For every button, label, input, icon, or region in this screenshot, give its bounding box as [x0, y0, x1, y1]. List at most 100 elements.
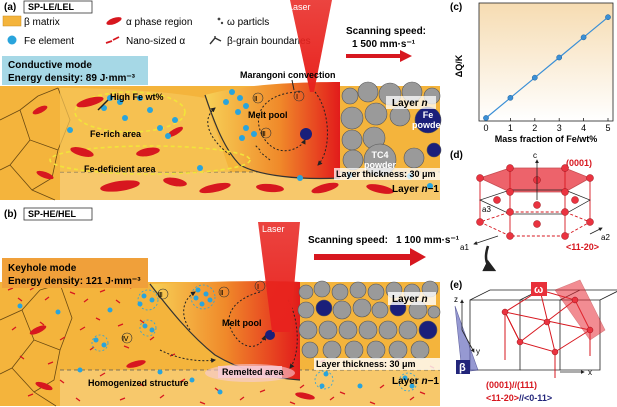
legend-fe-label: Fe element — [24, 36, 74, 47]
panel-a-convection-flow — [207, 91, 328, 166]
panel-b-tag: (b) — [4, 209, 17, 220]
legend-alpha-label: α phase region — [126, 17, 192, 28]
panel-e-y-axis — [461, 329, 475, 353]
panel-b-laser-label: Laser — [262, 224, 285, 234]
chart-point — [556, 54, 563, 61]
panel-b-laser-beam — [258, 222, 300, 332]
chart-x-tick-label: 2 — [532, 123, 537, 133]
panel-e-omega-plane — [554, 279, 606, 341]
legend-omega-label: ω particls — [227, 17, 269, 28]
panel-b: (b) SP-HE/HEL — [0, 207, 460, 407]
panel-b-layer-n: Layer n — [392, 294, 428, 305]
panel-d-direction: <11-20> — [566, 242, 599, 252]
panel-b-thickness-box — [314, 358, 440, 370]
panel-a-marker-2: Ⅱ — [254, 96, 257, 103]
panel-d-atoms — [476, 164, 594, 240]
legend-beta-matrix-label: β matrix — [24, 17, 60, 28]
legend-omega-swatch — [217, 17, 221, 21]
panel-b-homogenized: Homogenized structure — [88, 378, 189, 388]
panel-a-laser-beam — [290, 0, 332, 92]
panel-d-axis-a2: a2 — [601, 233, 610, 242]
panel-e-axis-x: x — [588, 368, 592, 377]
panel-a-title: SP-LE/LEL — [28, 2, 75, 12]
chart-x-label: Mass fraction of Fe/wt% — [495, 134, 598, 144]
panel-b-marker-3: Ⅲ — [158, 292, 163, 299]
chart-x-tick-label: 3 — [557, 123, 562, 133]
panel-b-convection-flow — [159, 291, 298, 369]
panel-a-high-fe-pointer — [97, 99, 109, 111]
panel-a-marangoni-pointer — [291, 79, 295, 91]
panel-b-grain-boundaries — [0, 283, 73, 407]
panel-d-a2-arrow — [589, 227, 603, 235]
chart-x-tick-label: 4 — [581, 123, 586, 133]
panel-a-melt-pool-label: Melt pool — [248, 110, 288, 120]
panel-b-fe-clusters — [91, 284, 418, 392]
panel-b-remelted-box — [218, 366, 282, 378]
panel-a-marker-1: Ⅰ — [296, 94, 298, 101]
panel-a-layer-n-box — [386, 96, 436, 109]
panel-e-omega-box — [531, 282, 547, 296]
panel-b-marker-4: Ⅳ — [122, 336, 129, 343]
panel-c: (c) ΔQ/K Mass fraction of Fe/wt% 0 1 2 3 4 5 — [450, 2, 614, 144]
panel-b-powder-bed — [297, 280, 441, 360]
panel-e-beta-box — [456, 360, 470, 374]
panel-a: (a) SP-LE/LEL — [0, 0, 444, 201]
legend-nano-alpha-swatch — [105, 36, 120, 44]
panel-b-alpha-regions — [29, 325, 315, 400]
panel-e-axis-z: z — [454, 295, 458, 304]
panel-d-axis-c: c — [533, 151, 537, 160]
panel-a-tag: (a) — [4, 2, 16, 13]
panel-a-marangoni: Marangoni convection — [240, 70, 336, 80]
chart-point — [605, 14, 611, 21]
chart-x-tick-label: 5 — [605, 123, 610, 133]
panel-a-marker-3: Ⅲ — [261, 131, 266, 138]
panel-a-title-box — [23, 0, 93, 14]
panel-b-nano-alpha — [7, 285, 435, 405]
panel-b-keyhole-dot — [265, 330, 275, 340]
panel-a-fe-deficient-region — [49, 145, 251, 175]
panel-a-scan-value: 1 500 mm·s⁻¹ — [352, 39, 416, 50]
panel-a-keyhole-dot — [300, 128, 312, 140]
panel-e-relation-2: <11-20>//<0-11> — [486, 393, 552, 403]
legend-beta-grain-label: β-grain boundaries — [227, 36, 311, 47]
panel-b-layer-n-box — [388, 292, 436, 305]
panel-b-melt-pool — [150, 281, 300, 380]
panel-c-tag: (c) — [450, 2, 462, 13]
panel-a-mode-box — [2, 56, 148, 85]
panel-a-alpha-regions — [32, 96, 394, 194]
legend: β matrix α phase region ω particls Fe el… — [2, 15, 311, 47]
panel-b-marker-2: Ⅱ — [220, 290, 223, 297]
panel-e: (e) ω β z y x (0001)/ — [450, 279, 617, 403]
panel-e-omega: ω — [534, 284, 543, 296]
panel-a-high-fe-region — [74, 91, 186, 133]
panel-a-melt-pool — [205, 82, 340, 179]
legend-fe-swatch — [7, 35, 17, 45]
panel-b-layer-thickness: Layer thickness: 30 μm — [316, 359, 416, 369]
panel-b-scan-label: Scanning speed: — [308, 235, 388, 246]
panel-b-layer-n1: Layer n−1 — [392, 376, 439, 387]
panel-a-scan-label: Scanning speed: — [346, 26, 426, 37]
panel-b-scan-arrow — [314, 248, 426, 266]
panel-e-relation-1: (0001)//(111) — [486, 380, 537, 390]
chart-x-tick-label: 0 — [483, 123, 488, 133]
panel-a-melt-pool-outline — [204, 94, 341, 180]
chart-y-label: ΔQ/K — [454, 54, 464, 77]
legend-nano-alpha-label: Nano-sized α — [126, 36, 185, 47]
panel-a-scan-arrow — [346, 50, 412, 62]
chart-point — [507, 94, 514, 101]
chart-x-tick-label: 1 — [508, 123, 513, 133]
panel-e-tag: (e) — [450, 280, 462, 291]
panel-d-axis-a1: a1 — [460, 243, 469, 252]
panel-b-title: SP-HE/HEL — [28, 209, 77, 219]
legend-alpha-swatch — [106, 17, 122, 25]
panel-a-laser-label: Laser — [288, 2, 311, 12]
panel-d-axis-a3: a3 — [482, 205, 491, 214]
panel-b-markers: Ⅰ Ⅱ Ⅲ Ⅳ — [121, 280, 266, 344]
legend-omega-dot — [220, 21, 224, 25]
panel-b-remelted: Remelted area — [222, 367, 285, 377]
chart-point — [580, 34, 587, 41]
chart-series-line — [485, 16, 609, 119]
